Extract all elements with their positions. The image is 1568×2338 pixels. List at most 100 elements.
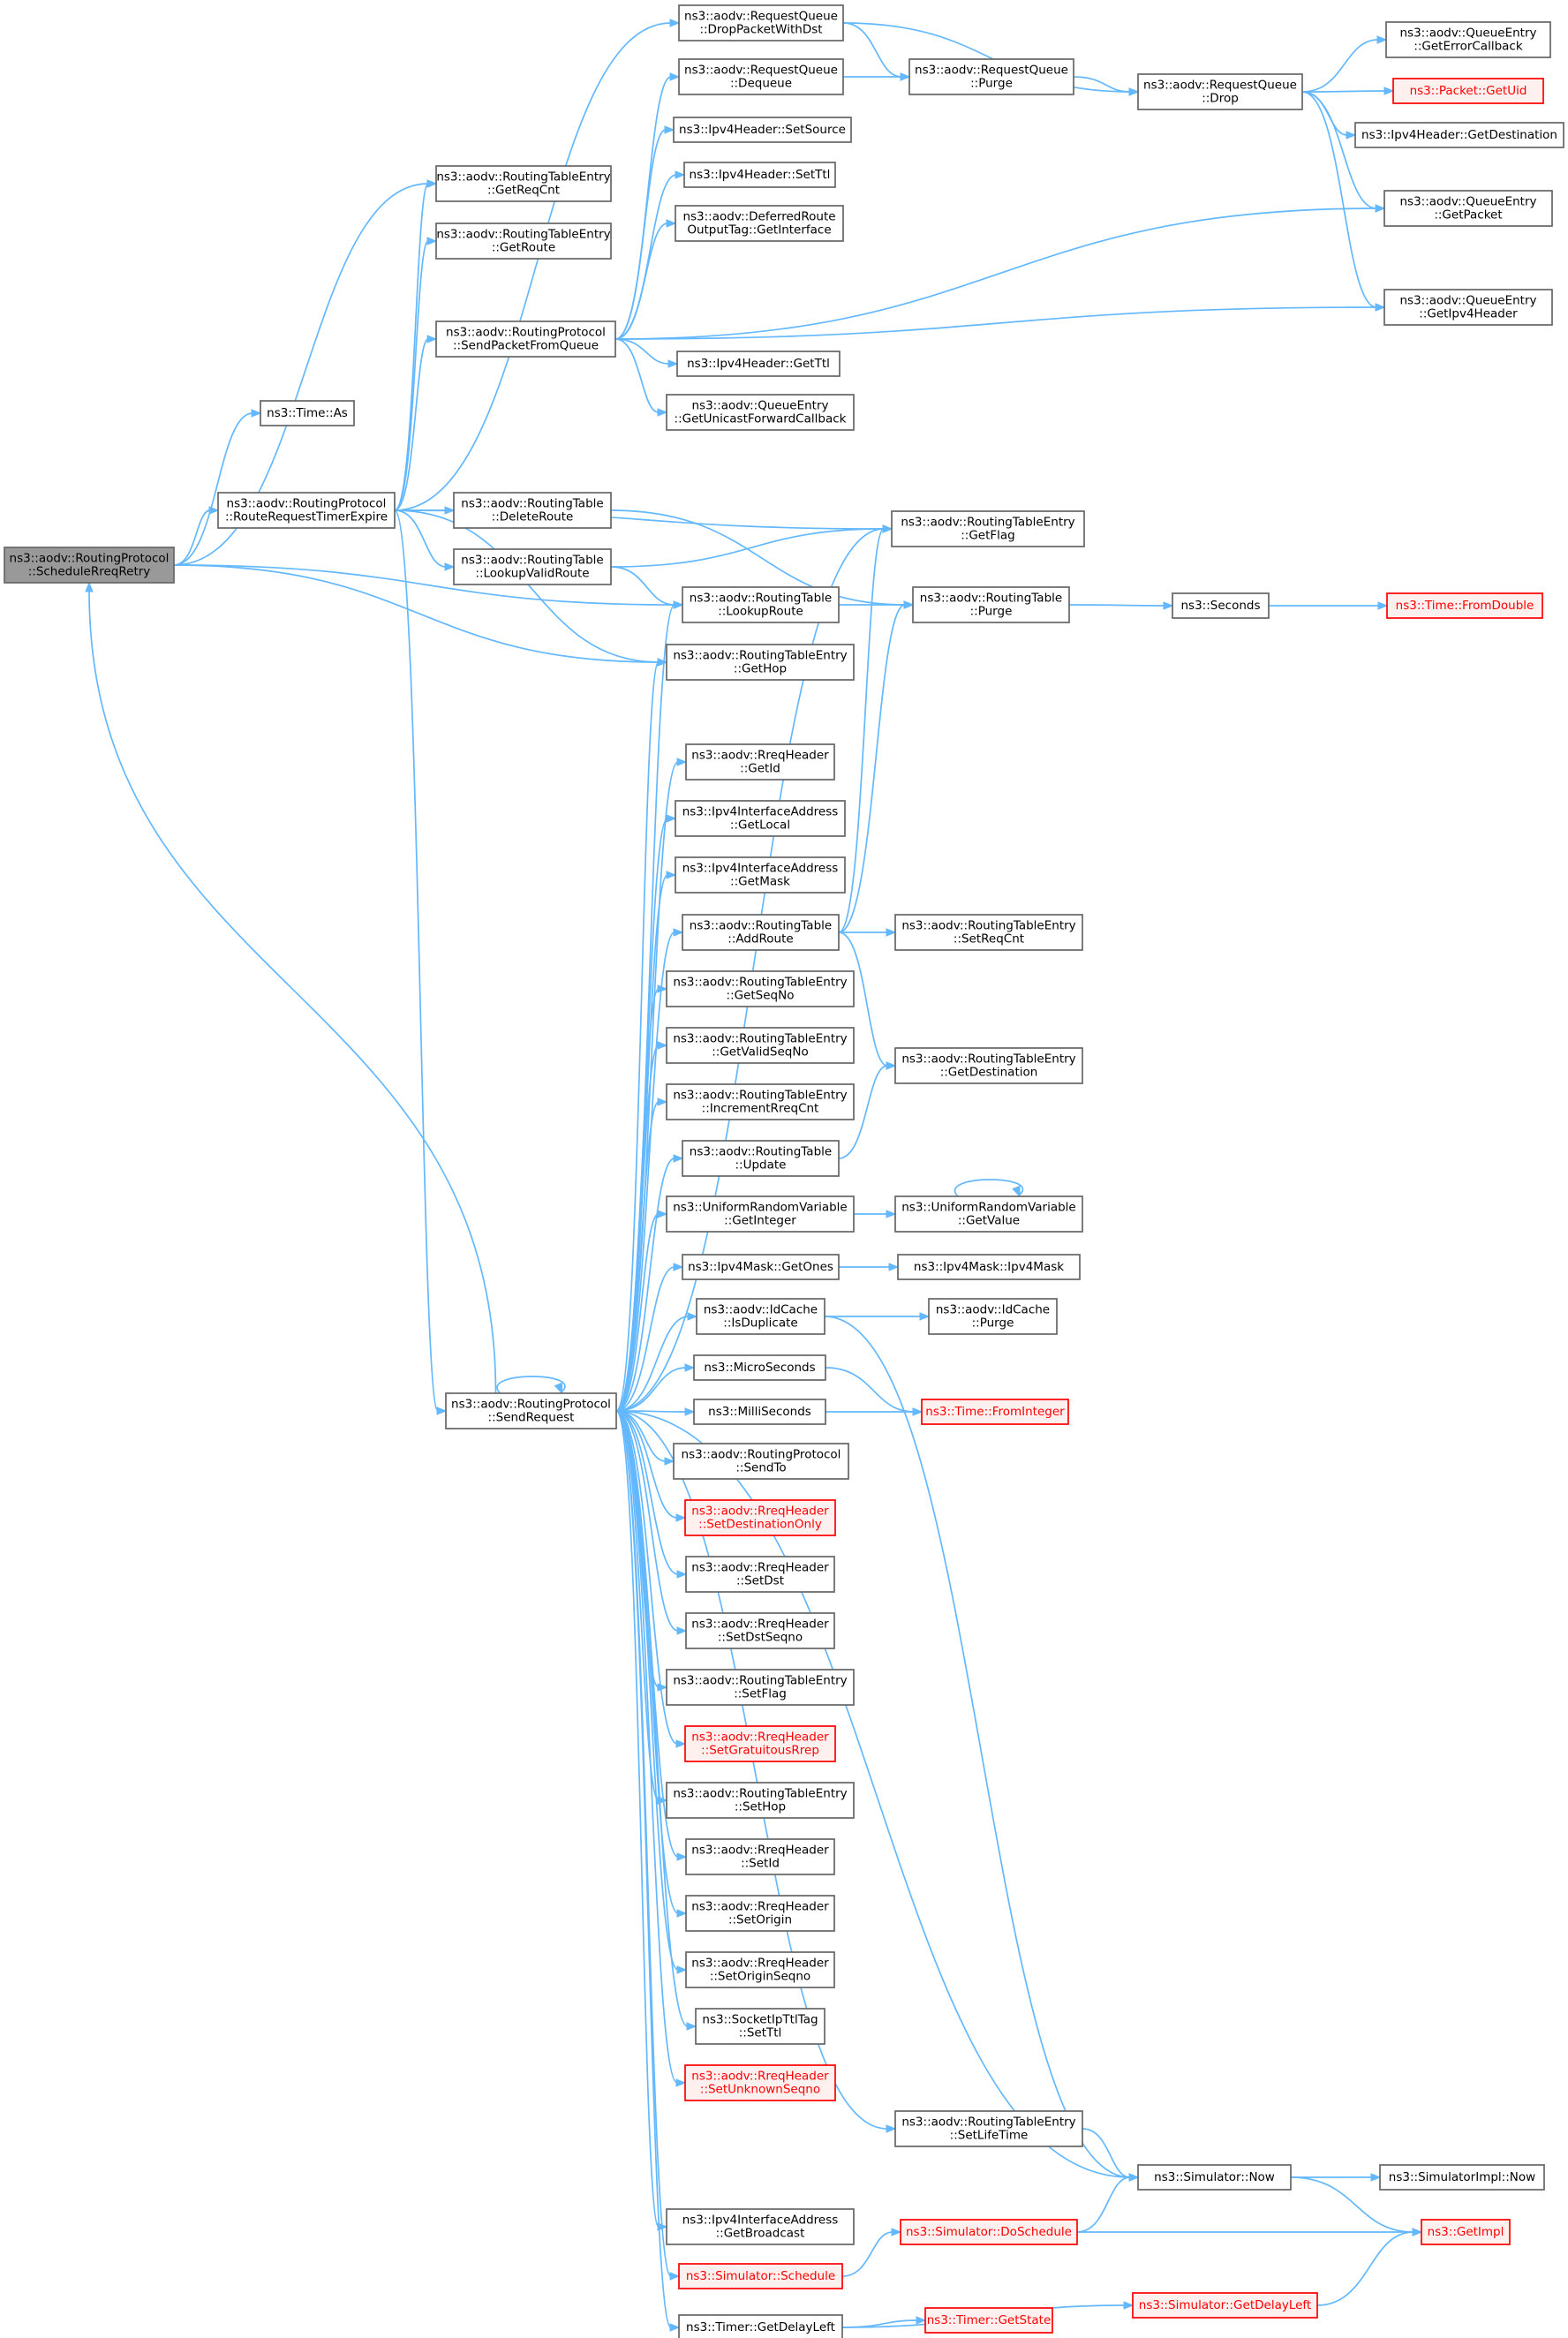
function-node[interactable]: ns3::aodv::RreqHeader::SetId — [685, 1838, 835, 1875]
node-label-line: ::GetMask — [730, 875, 790, 889]
function-node[interactable]: ns3::aodv::RoutingTableEntry::GetSeqNo — [666, 970, 855, 1007]
function-node[interactable]: ns3::Packet::GetUid — [1392, 78, 1544, 104]
function-node[interactable]: ns3::SimulatorImpl::Now — [1379, 2164, 1545, 2191]
edge-line — [824, 1316, 1131, 2178]
function-node[interactable]: ns3::aodv::RoutingProtocol::SendPacketFr… — [435, 321, 616, 358]
function-node[interactable]: ns3::UniformRandomVariable::GetInteger — [666, 1195, 855, 1233]
function-node[interactable]: ns3::aodv::RoutingProtocol::SendTo — [673, 1443, 849, 1480]
function-node[interactable]: ns3::aodv::RreqHeader::SetDst — [685, 1556, 835, 1593]
function-node[interactable]: ns3::aodv::RoutingTableEntry::SetHop — [666, 1782, 855, 1819]
edge-line — [394, 509, 660, 663]
function-node[interactable]: ns3::Seconds — [1172, 592, 1270, 619]
function-node[interactable]: ns3::aodv::DeferredRouteOutputTag::GetIn… — [675, 205, 844, 242]
edge-arrowhead — [676, 1965, 688, 1974]
node-box — [684, 2064, 836, 2101]
function-node[interactable]: ns3::aodv::RreqHeader::SetOrigin — [685, 1895, 835, 1932]
edge-line — [1082, 2128, 1131, 2178]
function-node[interactable]: ns3::aodv::RoutingTableEntry::GetValidSe… — [666, 1027, 855, 1064]
node-label-line: ns3::aodv::RoutingTable — [690, 919, 832, 933]
function-node[interactable]: ns3::Time::As — [260, 400, 355, 426]
node-label-line: ns3::aodv::RoutingTableEntry — [673, 1032, 847, 1046]
function-node[interactable]: ns3::Ipv4InterfaceAddress::GetLocal — [675, 800, 846, 837]
function-node[interactable]: ns3::aodv::RoutingTable::AddRoute — [682, 914, 840, 951]
node-label-line: ::DeleteRoute — [492, 510, 574, 524]
node-box — [678, 4, 844, 41]
function-node[interactable]: ns3::Simulator::Now — [1137, 2164, 1292, 2191]
function-node[interactable]: ns3::MicroSeconds — [693, 1354, 826, 1381]
node-box — [685, 1895, 835, 1932]
function-node[interactable]: ns3::aodv::IdCache::IsDuplicate — [696, 1298, 825, 1335]
function-node[interactable]: ns3::aodv::RoutingTableEntry::IncrementR… — [666, 1083, 855, 1120]
function-node[interactable]: ns3::MilliSeconds — [693, 1399, 826, 1425]
function-node[interactable]: ns3::aodv::RoutingTableEntry::SetFlag — [666, 1669, 855, 1706]
node-label-line: ::SetGratuitousRrep — [701, 1744, 819, 1758]
function-node[interactable]: ns3::Ipv4Header::SetTtl — [683, 162, 836, 188]
edge-arrowhead — [436, 1407, 448, 1415]
function-node[interactable]: ns3::aodv::QueueEntry::GetIpv4Header — [1383, 289, 1553, 326]
function-node[interactable]: ns3::Simulator::DoSchedule — [900, 2219, 1078, 2245]
function-node[interactable]: ns3::Ipv4Header::GetTtl — [676, 351, 841, 377]
call-edge-n45-n60 — [615, 1410, 687, 2087]
node-box — [673, 1443, 849, 1480]
function-node[interactable]: ns3::aodv::RoutingProtocol::ScheduleRreq… — [4, 547, 175, 584]
function-node[interactable]: ns3::aodv::QueueEntry::GetErrorCallback — [1385, 21, 1551, 58]
function-node[interactable]: ns3::aodv::RreqHeader::SetGratuitousRrep — [684, 1725, 836, 1762]
function-node[interactable]: ns3::Simulator::GetDelayLeft — [1132, 2292, 1318, 2319]
function-node[interactable]: ns3::Time::FromDouble — [1386, 592, 1543, 619]
function-node[interactable]: ns3::UniformRandomVariable::GetValue — [894, 1195, 1083, 1233]
function-node[interactable]: ns3::aodv::RequestQueue::DropPacketWithD… — [678, 4, 844, 41]
function-node[interactable]: ns3::Time::FromInteger — [921, 1399, 1069, 1425]
function-node[interactable]: ns3::aodv::RreqHeader::SetUnknownSeqno — [684, 2064, 836, 2101]
function-node[interactable]: ns3::aodv::RequestQueue::Drop — [1137, 73, 1303, 110]
function-node[interactable]: ns3::aodv::RreqHeader::GetId — [685, 743, 835, 781]
function-node[interactable]: ns3::aodv::RoutingProtocol::SendRequest — [445, 1392, 617, 1429]
edge-arrowhead — [919, 1312, 931, 1321]
function-node[interactable]: ns3::aodv::RoutingTableEntry::SetReqCnt — [894, 914, 1083, 951]
function-node[interactable]: ns3::aodv::QueueEntry::GetPacket — [1383, 190, 1553, 227]
node-label-line: ns3::aodv::RoutingTable — [690, 592, 832, 606]
function-node[interactable]: ns3::aodv::RoutingTableEntry::GetDestina… — [894, 1047, 1083, 1084]
call-edge-n6-n18 — [614, 338, 668, 417]
node-box — [682, 586, 840, 623]
function-node[interactable]: ns3::Ipv4InterfaceAddress::GetMask — [675, 856, 846, 894]
call-edge-n3-n5 — [394, 237, 438, 511]
function-node[interactable]: ns3::Timer::GetState — [924, 2307, 1053, 2334]
function-node[interactable]: ns3::aodv::RoutingTable::Purge — [912, 586, 1070, 623]
function-node[interactable]: ns3::Ipv4Mask::Ipv4Mask — [897, 1254, 1081, 1280]
edge-line — [1290, 2176, 1414, 2233]
function-node[interactable]: ns3::aodv::RreqHeader::SetOriginSeqno — [685, 1951, 835, 1988]
function-node[interactable]: ns3::aodv::QueueEntry::GetUnicastForward… — [666, 394, 855, 431]
function-node[interactable]: ns3::aodv::RoutingTable::LookupValidRout… — [453, 548, 612, 585]
function-node[interactable]: ns3::aodv::RoutingProtocol::RouteRequest… — [217, 492, 396, 529]
function-node[interactable]: ns3::Ipv4InterfaceAddress::GetBroadcast — [666, 2208, 855, 2245]
function-node[interactable]: ns3::aodv::RoutingTableEntry::SetLifeTim… — [894, 2110, 1083, 2147]
edge-arrowhead — [912, 1407, 923, 1416]
function-node[interactable]: ns3::Ipv4Header::SetSource — [673, 117, 852, 143]
function-node[interactable]: ns3::SocketIpTtlTag::SetTtl — [695, 2008, 825, 2045]
function-node[interactable]: ns3::aodv::RequestQueue::Purge — [908, 58, 1074, 95]
function-node[interactable]: ns3::aodv::RoutingTableEntry::GetReqCnt — [435, 165, 612, 202]
edge-line — [394, 183, 429, 511]
function-node[interactable]: ns3::aodv::IdCache::Purge — [928, 1298, 1058, 1335]
function-node[interactable]: ns3::aodv::RoutingTableEntry::GetRoute — [435, 222, 612, 260]
edge-line — [173, 564, 675, 606]
function-node[interactable]: ns3::aodv::RoutingTable::DeleteRoute — [453, 492, 612, 529]
function-node[interactable]: ns3::Ipv4Header::GetDestination — [1354, 122, 1564, 148]
function-node[interactable]: ns3::aodv::RoutingTableEntry::GetHop — [666, 644, 855, 681]
function-node[interactable]: ns3::aodv::RoutingTableEntry::GetFlag — [891, 510, 1085, 547]
function-node[interactable]: ns3::aodv::RreqHeader::SetDstSeqno — [685, 1612, 835, 1649]
function-node[interactable]: ns3::GetImpl — [1421, 2219, 1511, 2245]
node-label-line: ::Dequeue — [730, 77, 792, 91]
function-node[interactable]: ns3::Timer::GetDelayLeft — [678, 2314, 843, 2338]
node-label-line: ns3::Ipv4InterfaceAddress — [682, 862, 839, 876]
function-node[interactable]: ns3::aodv::RreqHeader::SetDestinationOnl… — [684, 1499, 836, 1536]
node-box — [1137, 2164, 1292, 2191]
function-node[interactable]: ns3::aodv::RequestQueue::Dequeue — [678, 58, 844, 95]
node-label-line: OutputTag::GetInterface — [687, 223, 831, 238]
function-node[interactable]: ns3::aodv::RoutingTable::LookupRoute — [682, 586, 840, 623]
function-node[interactable]: ns3::aodv::RoutingTable::Update — [682, 1140, 840, 1177]
function-node[interactable]: ns3::Ipv4Mask::GetOnes — [682, 1254, 840, 1280]
node-label-line: ns3::Simulator::Schedule — [686, 2269, 835, 2283]
node-label-line: ns3::MilliSeconds — [708, 1405, 811, 1419]
function-node[interactable]: ns3::Simulator::Schedule — [678, 2263, 843, 2289]
